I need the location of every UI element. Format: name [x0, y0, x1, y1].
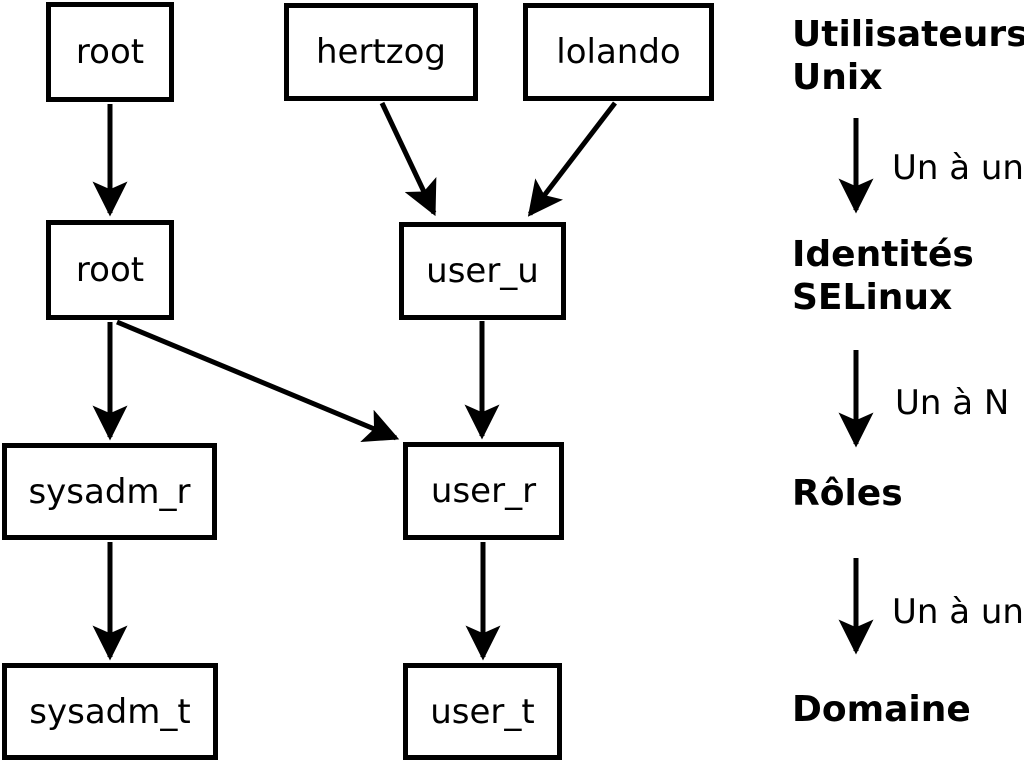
legend-caption-un-a-n: Un à N [895, 383, 1010, 423]
node-sysadm-r: sysadm_r [2, 443, 217, 540]
node-lolando: lolando [523, 3, 714, 101]
legend-caption-un-a-un-2: Un à un [892, 592, 1024, 632]
legend-level-identites-selinux: Identités SELinux [792, 234, 974, 319]
node-selinux-root: root [46, 220, 174, 320]
node-sysadm-t: sysadm_t [2, 663, 218, 760]
legend-level-roles: Rôles [792, 473, 903, 514]
node-user-r: user_r [403, 442, 564, 540]
edge-lolando-to-useru [527, 101, 617, 217]
node-unix-root: root [46, 2, 174, 102]
legend-level-domaine: Domaine [792, 689, 971, 730]
edge-selinuxroot-to-userr [116, 319, 400, 443]
node-user-u: user_u [399, 222, 566, 320]
node-user-t: user_t [403, 663, 562, 760]
node-hertzog: hertzog [284, 3, 478, 101]
legend-level-utilisateurs-unix: Utilisateurs Unix [792, 14, 1024, 99]
edge-hertzog-to-useru [379, 101, 437, 217]
legend-caption-un-a-un-1: Un à un [892, 148, 1024, 188]
